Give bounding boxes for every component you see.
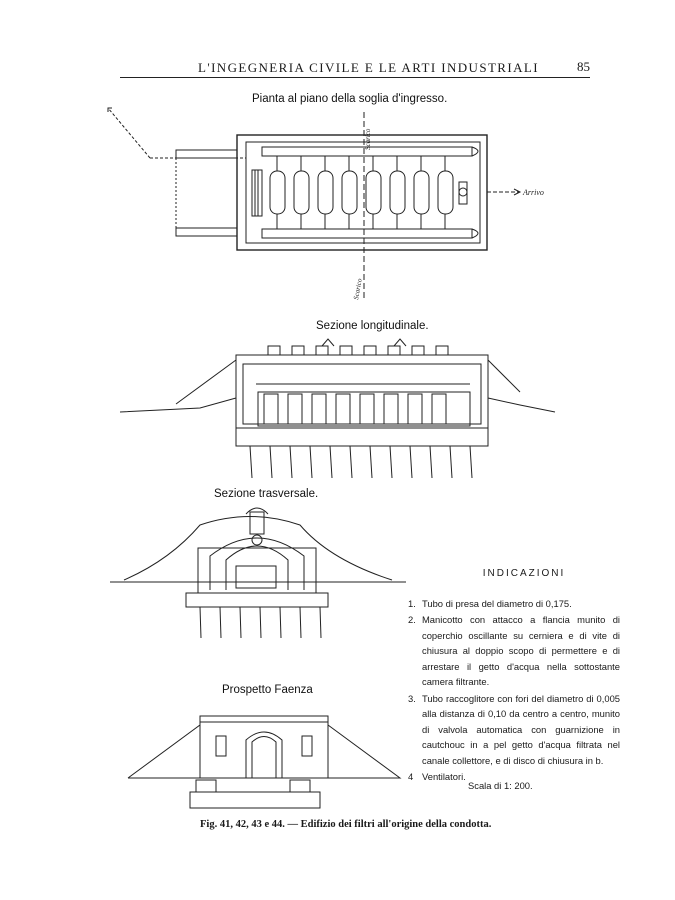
legend-item: 4 Ventilatori. [408,769,620,785]
legend-item-text: Tubo di presa del diametro di 0,175. [422,597,572,609]
facade-title: Prospetto Faenza [222,684,313,696]
figure-caption: Fig. 41, 42, 43 e 44. — Edifizio dei fil… [200,819,492,830]
legend-item-text: Tubo raccoglitore con fori del diametro … [422,692,620,766]
legend-item-number: 3. [408,692,416,704]
legend-item-number: 4 [408,771,414,782]
legend-item-number: 1. [408,597,416,609]
legend-item: 1. Tubo di presa del diametro di 0,175. [408,596,620,612]
plan-drawing [107,107,522,300]
legend-item-text: Ventilatori. [422,771,466,782]
legend-item: 3. Tubo raccoglitore con fori del diamet… [408,691,620,769]
outlet-label-top: Scarico [364,128,372,150]
page-number: 85 [577,59,590,74]
legend-item-text: Manicotto con attacco a flancia munito d… [422,614,620,687]
plan-title: Pianta al piano della soglia d'ingresso. [252,93,448,105]
longitudinal-section-drawing [119,338,556,479]
legend: INDICAZIONI 1. Tubo di presa del diametr… [408,566,620,786]
longitudinal-section-title: Sezione longitudinale. [316,320,429,332]
scale-note: Scala di 1: 200. [468,780,533,791]
inlet-label: Arrivo [522,188,544,197]
header-rule [120,77,590,78]
transverse-section-drawing [110,507,406,639]
running-header: L'INGEGNERIA CIVILE E LE ARTI INDUSTRIAL… [120,56,590,78]
journal-title: L'INGEGNERIA CIVILE E LE ARTI INDUSTRIAL… [198,60,539,75]
legend-item-number: 2. [408,614,416,625]
legend-item: 2. Manicotto con attacco a flancia munit… [408,612,620,690]
outlet-label-bottom: Scarico [352,277,364,300]
transverse-section-title: Sezione trasversale. [214,488,319,500]
facade-drawing [127,715,402,809]
legend-title: INDICAZIONI [482,568,566,579]
